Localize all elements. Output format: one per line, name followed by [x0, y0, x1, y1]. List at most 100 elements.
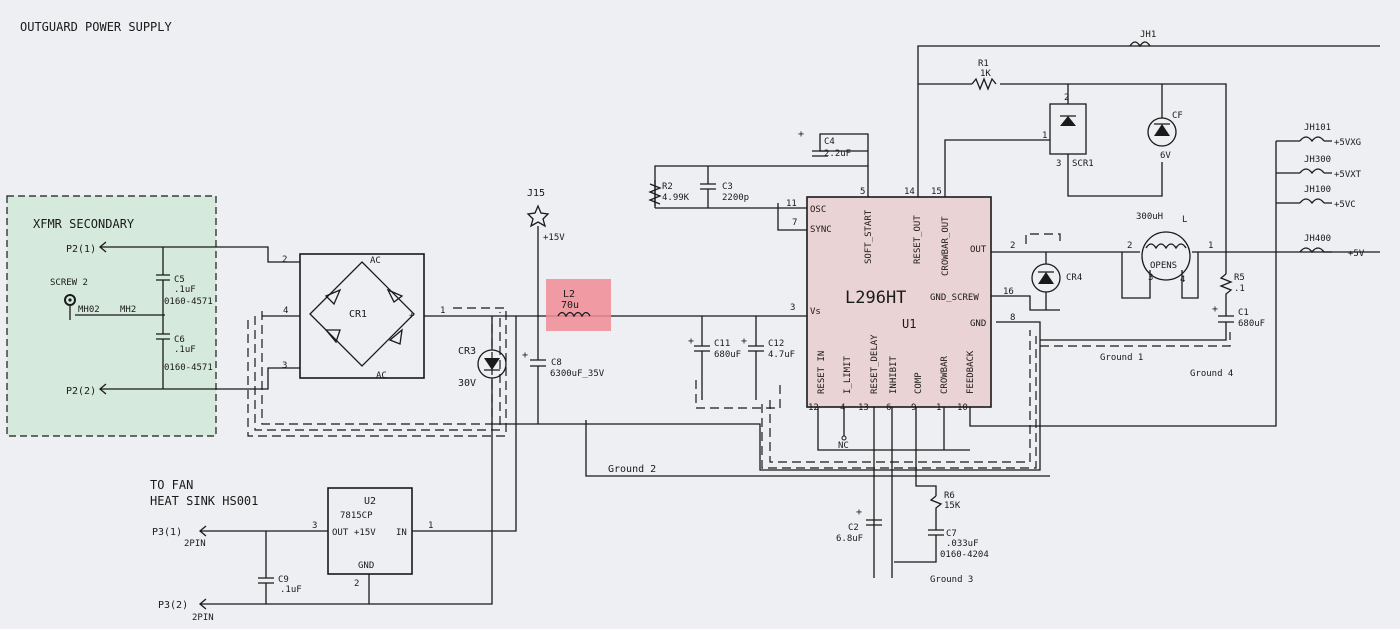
cf-name: CF — [1172, 111, 1183, 121]
l2-name: L2 — [563, 289, 575, 300]
u1-reset-in: RESET IN — [817, 351, 827, 394]
u2-name: U2 — [364, 496, 376, 507]
c4-icon — [812, 150, 828, 157]
l-out-pin4: 4 — [1180, 275, 1185, 285]
ground-4-shield — [1040, 332, 1231, 347]
ground-3-label: Ground 3 — [930, 575, 973, 585]
c1-name: C1 — [1238, 308, 1249, 318]
p2-2-wire — [100, 367, 300, 390]
p2-1-label: P2(1) — [66, 244, 96, 255]
u1-pin13: 13 — [858, 403, 869, 413]
ground-4-label: Ground 4 — [1190, 369, 1233, 379]
jumper-name-3: JH400 — [1304, 234, 1331, 244]
jumper-name-2: JH100 — [1304, 185, 1331, 195]
r6-value: 15K — [944, 501, 961, 511]
ground-1-label: Ground 1 — [1100, 353, 1143, 363]
r2-c3-wires — [648, 166, 778, 209]
jumper-rail-0: +5VXG — [1334, 138, 1361, 148]
c7-part: 0160-4204 — [940, 550, 989, 560]
u1-pin16: 16 — [1003, 287, 1014, 297]
jumper-icons — [1299, 136, 1325, 254]
xfmr-secondary-box — [6, 195, 217, 437]
l2-inductor-icon — [557, 311, 591, 318]
c3-value: 2200p — [722, 193, 749, 203]
u1-reset-out: RESET_OUT — [913, 215, 923, 264]
l2-value: 70u — [561, 300, 579, 311]
u2-part: 7815CP — [340, 511, 373, 521]
cf-value: 6V — [1160, 151, 1171, 161]
c6-part: 0160-4571 — [164, 363, 213, 373]
u1-pin3: 3 — [790, 303, 795, 313]
u1-pin15: 15 — [931, 187, 942, 197]
ground-2-label: Ground 2 — [608, 464, 656, 475]
c9-value: .1uF — [280, 585, 302, 595]
p3-2-pin-label: 2PIN — [192, 613, 214, 623]
cr1-ac-bottom: AC — [376, 371, 387, 381]
u1-soft-start: SOFT_START — [864, 209, 874, 264]
l-out-circle — [1141, 231, 1191, 281]
scr1-pin2: 2 — [1064, 93, 1069, 103]
reset-out-wires — [917, 45, 1380, 274]
u1-chip — [806, 196, 992, 408]
u2-pin3: 3 — [312, 521, 317, 531]
cf-wire — [1154, 84, 1170, 125]
cr1-plus: + — [409, 311, 415, 321]
u1-sync: SYNC — [810, 225, 832, 235]
gnd-screw-wire — [991, 295, 1060, 311]
r6-name: R6 — [944, 491, 955, 501]
u2-out: OUT — [332, 528, 349, 538]
cr3-name: CR3 — [458, 346, 476, 357]
ground-2-wire — [585, 420, 1050, 477]
jh1-label: JH1 — [1140, 30, 1156, 40]
scr1-box — [1049, 103, 1087, 155]
connector-arrows — [98, 241, 107, 395]
cr1-pin1: 1 — [440, 306, 445, 316]
l-out-value: 300uH — [1136, 212, 1163, 222]
u1-part: L296HT — [845, 288, 906, 308]
l-out-coil-icon — [1145, 243, 1187, 250]
l-out-wires — [1121, 252, 1199, 299]
u1-reset-delay: RESET_DELAY — [870, 334, 880, 394]
c12-value: 4.7uF — [768, 350, 795, 360]
cr3-diode-icon — [484, 358, 500, 370]
c11-value: 680uF — [714, 350, 741, 360]
cr4-wires — [1038, 252, 1054, 310]
u1-pin2: 2 — [1010, 241, 1015, 251]
u1-vs: Vs — [810, 307, 821, 317]
u1-comp: COMP — [914, 372, 924, 394]
j15-name: J15 — [527, 188, 545, 199]
cr1-diodes — [324, 288, 404, 345]
jumper-rail-1: +5VXT — [1334, 170, 1362, 180]
c11-c12-capacitors — [694, 316, 764, 400]
scr1-name: SCR1 — [1072, 159, 1094, 169]
fan-line-2: HEAT SINK HS001 — [150, 494, 258, 508]
c1-value: 680uF — [1238, 319, 1265, 329]
u1-name: U1 — [902, 317, 916, 331]
c7-value: .033uF — [946, 539, 979, 549]
r2-value: 4.99K — [662, 193, 690, 203]
c4-name: C4 — [824, 137, 835, 147]
u1-crowbar: CROWBAR — [940, 355, 950, 394]
c3-name: C3 — [722, 182, 733, 192]
u1-pin10: 10 — [957, 403, 968, 413]
c8-name: C8 — [551, 358, 562, 368]
cr3-value: 30V — [458, 378, 476, 389]
p3-1-label: P3(1) — [152, 527, 182, 538]
u1-pin7: 7 — [792, 218, 797, 228]
p3-arrows — [198, 525, 207, 610]
jumper-rail-3: +5V — [1348, 249, 1365, 259]
mh02-label: MH02 — [78, 305, 100, 315]
r1-name: R1 — [978, 59, 989, 69]
c5-part: 0160-4571 — [164, 297, 213, 307]
shield-2 — [254, 312, 501, 431]
cr1-ac-top: AC — [370, 256, 381, 266]
c2-name: C2 — [848, 523, 859, 533]
c7-name: C7 — [946, 529, 957, 539]
c4-plus: + — [798, 129, 804, 140]
u2-pin1: 1 — [428, 521, 433, 531]
u1-pin4: 4 — [840, 403, 845, 413]
u1-pin11: 11 — [786, 199, 797, 209]
p3-2-label: P3(2) — [158, 600, 188, 611]
c11-c12-shield — [695, 380, 781, 409]
cr1-pin3: 3 — [282, 361, 287, 371]
